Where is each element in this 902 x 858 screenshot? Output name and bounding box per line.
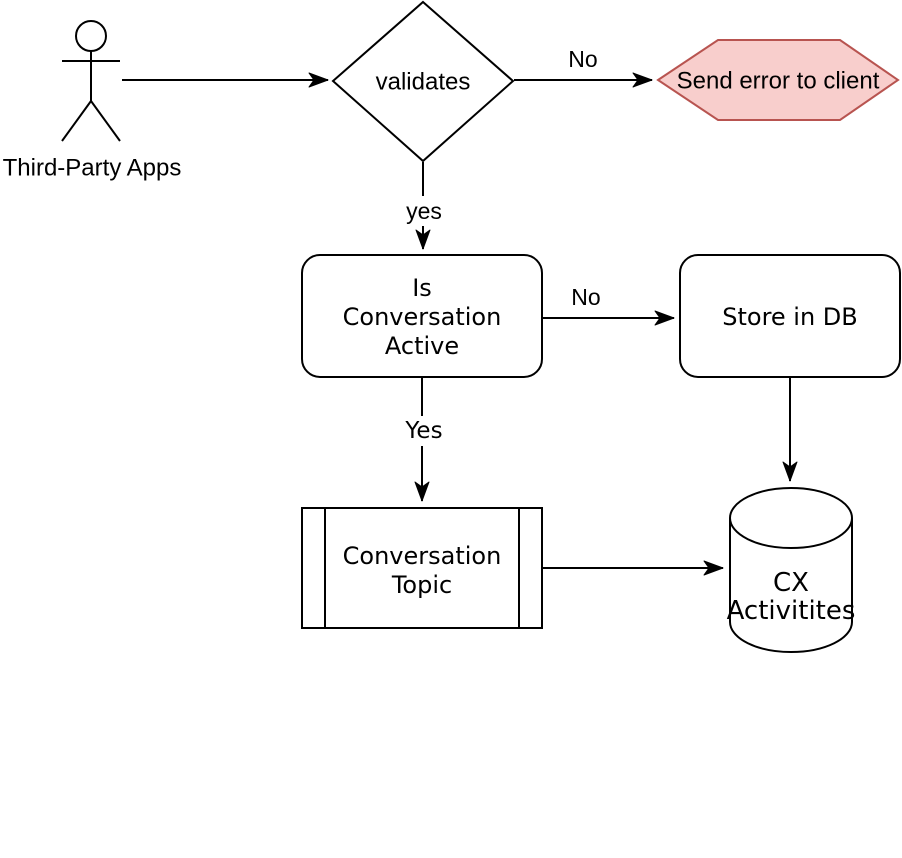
- edge-label-active-no: No: [571, 284, 600, 310]
- edge-label-validates-no: No: [568, 46, 597, 72]
- conversation-topic-line2: Topic: [391, 571, 452, 599]
- node-is-conversation-active[interactable]: Is Conversation Active: [301, 254, 543, 378]
- cx-activities-body: [729, 518, 853, 653]
- edge-label-validates-yes: yes: [406, 198, 442, 224]
- is-conversation-active-shape: [301, 254, 543, 378]
- actor-label: Third-Party Apps: [3, 155, 182, 182]
- node-conversation-topic[interactable]: Conversation Topic: [301, 507, 543, 629]
- cx-activities-top: [729, 487, 853, 549]
- node-send-error[interactable]: Send error to client: [656, 39, 900, 121]
- edge-label-yes-bg: [400, 196, 446, 226]
- is-conversation-active-line1: Is: [412, 274, 432, 302]
- actor-legs: [61, 99, 121, 142]
- node-cx-activities[interactable]: CX Activitites: [727, 487, 856, 653]
- edge-label-active-yes: Yes: [404, 418, 442, 444]
- node-store-in-db[interactable]: Store in DB: [679, 254, 901, 378]
- actor-head: [75, 20, 107, 52]
- cx-activities-line2: Activitites: [727, 596, 856, 626]
- is-conversation-active-line2: Conversation: [343, 303, 502, 331]
- cx-activities-line1: CX: [773, 568, 809, 598]
- is-conversation-active-line3: Active: [385, 332, 459, 360]
- store-in-db-shape: [679, 254, 901, 378]
- validates-label: validates: [376, 69, 471, 96]
- conversation-topic-shape: [301, 507, 543, 629]
- send-error-label: Send error to client: [677, 68, 880, 95]
- actor-third-party-apps[interactable]: Third-Party Apps: [3, 20, 182, 182]
- node-validates[interactable]: validates: [331, 0, 515, 163]
- store-in-db-label: Store in DB: [722, 303, 858, 331]
- send-error-hexagon-shape: [656, 39, 900, 121]
- validates-diamond-shape: [331, 0, 515, 163]
- edge-label-Yes-bg: [399, 416, 447, 446]
- conversation-topic-line1: Conversation: [343, 542, 502, 570]
